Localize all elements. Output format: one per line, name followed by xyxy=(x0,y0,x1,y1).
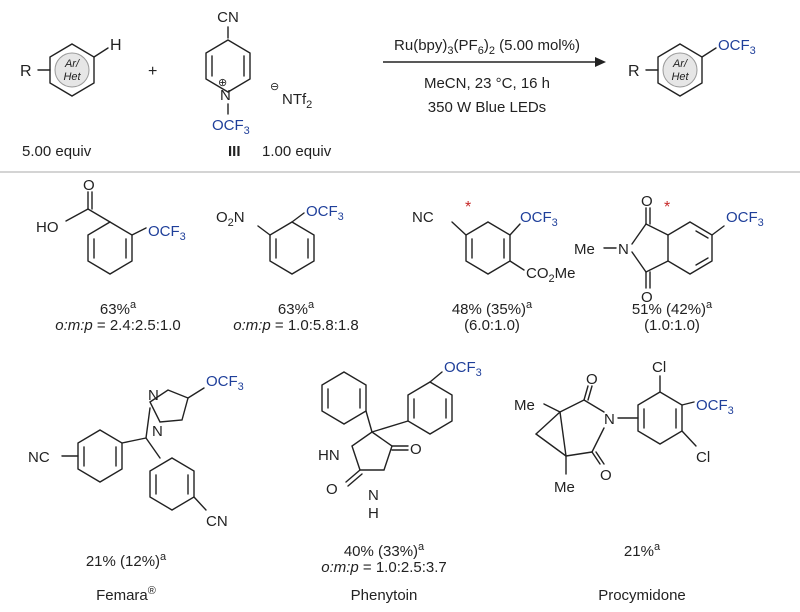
product-arene: Ar/ Het OCF3 R xyxy=(628,37,756,97)
product-2-yield: 63%a xyxy=(278,299,315,318)
product-5-structure: N N OCF3 NC CN xyxy=(28,373,244,530)
reagent-plus-charge: ⊕ xyxy=(218,77,227,89)
svg-text:O: O xyxy=(410,441,422,458)
svg-text:Me: Me xyxy=(554,479,575,496)
pyridinium-reagent: CN N ⊕ OCF3 ⊖ NTf2 xyxy=(205,9,312,137)
plus-sign: + xyxy=(148,63,157,80)
svg-text:CO2Me: CO2Me xyxy=(526,265,575,285)
svg-text:NC: NC xyxy=(28,449,50,466)
arene-h-label: H xyxy=(110,37,122,54)
arene-ring-label: Ar/ xyxy=(64,58,80,70)
product-7-yield: 21%a xyxy=(624,541,661,560)
product-2-structure: O2N OCF3 xyxy=(216,203,344,275)
product-4-site-marker: * xyxy=(664,199,670,216)
arene-equiv-label: 5.00 equiv xyxy=(22,143,92,160)
product-2-ocf3: OCF3 xyxy=(306,203,344,223)
svg-text:O: O xyxy=(83,177,95,194)
product-4-yield: 51% (42%)a xyxy=(632,299,713,318)
product-1-structure: O HO OCF3 xyxy=(36,177,186,275)
svg-text:O: O xyxy=(586,371,598,388)
product-6-name: Phenytoin xyxy=(351,587,418,604)
arene-substrate: Ar/ Het H R xyxy=(20,37,122,97)
product-7-ocf3: OCF3 xyxy=(696,397,734,417)
product-3-yield: 48% (35%)a xyxy=(452,299,533,318)
svg-text:O: O xyxy=(326,481,338,498)
svg-text:HN: HN xyxy=(318,447,340,464)
reagent-id-label: III xyxy=(228,143,241,160)
product-4-ratio: (1.0:1.0) xyxy=(644,317,700,334)
reagent-counterion: NTf2 xyxy=(282,91,312,111)
product-1-ocf3: OCF3 xyxy=(148,223,186,243)
svg-text:CN: CN xyxy=(206,513,228,530)
svg-text:N: N xyxy=(152,423,163,440)
product-5-ocf3: OCF3 xyxy=(206,373,244,393)
arene-ring-label-2: Het xyxy=(63,71,81,83)
reagent-n-label: N xyxy=(220,87,231,104)
product-6-yield: 40% (33%)a xyxy=(344,541,425,560)
product-7-name: Procymidone xyxy=(598,587,686,604)
reagent-cn-label: CN xyxy=(217,9,239,26)
svg-text:N: N xyxy=(618,241,629,258)
svg-text:H: H xyxy=(368,505,379,522)
catalyst-label: Ru(bpy)3(PF6)2 (5.00 mol%) xyxy=(394,37,580,57)
product-6-structure: OCF3 HN O O N H xyxy=(318,359,482,522)
product-3-site-marker: * xyxy=(465,199,471,216)
product-2-ratio: o:m:p = 1.0:5.8:1.8 xyxy=(233,317,359,334)
reagent-minus-charge: ⊖ xyxy=(270,81,279,93)
svg-text:O: O xyxy=(641,289,653,306)
svg-text:HO: HO xyxy=(36,219,59,236)
product-6-ocf3: OCF3 xyxy=(444,359,482,379)
svg-text:N: N xyxy=(368,487,379,504)
product-3-structure: NC * OCF3 CO2Me xyxy=(412,199,575,285)
svg-text:O2N: O2N xyxy=(216,209,245,229)
product-1-ratio: o:m:p = 2.4:2.5:1.0 xyxy=(55,317,181,334)
light-source-label: 350 W Blue LEDs xyxy=(428,99,546,116)
svg-text:NC: NC xyxy=(412,209,434,226)
svg-text:Het: Het xyxy=(671,71,689,83)
product-3-ocf3: OCF3 xyxy=(520,209,558,229)
svg-text:Me: Me xyxy=(514,397,535,414)
reagent-ocf3-label: OCF3 xyxy=(212,117,250,137)
product-4-structure: O O N Me * OCF3 xyxy=(574,193,764,306)
svg-text:N: N xyxy=(604,411,615,428)
svg-text:Cl: Cl xyxy=(652,359,666,376)
product-ocf3-label: OCF3 xyxy=(718,37,756,57)
product-1-yield: 63%a xyxy=(100,299,137,318)
svg-text:O: O xyxy=(600,467,612,484)
svg-text:O: O xyxy=(641,193,653,210)
product-r-label: R xyxy=(628,63,640,80)
product-3-ratio: (6.0:1.0) xyxy=(464,317,520,334)
product-6-ratio: o:m:p = 1.0:2.5:3.7 xyxy=(321,559,447,576)
product-4-ocf3: OCF3 xyxy=(726,209,764,229)
svg-text:Me: Me xyxy=(574,241,595,258)
reagent-equiv-label: 1.00 equiv xyxy=(262,143,332,160)
product-7-structure: Cl OCF3 Cl N O O Me Me xyxy=(514,359,734,496)
svg-text:Cl: Cl xyxy=(696,449,710,466)
product-5-yield: 21% (12%)a xyxy=(86,551,167,570)
conditions-label: MeCN, 23 °C, 16 h xyxy=(424,75,550,92)
svg-text:N: N xyxy=(148,387,159,404)
product-5-name: Femara® xyxy=(96,585,156,604)
arene-r-label: R xyxy=(20,63,32,80)
svg-text:Ar/: Ar/ xyxy=(672,58,688,70)
